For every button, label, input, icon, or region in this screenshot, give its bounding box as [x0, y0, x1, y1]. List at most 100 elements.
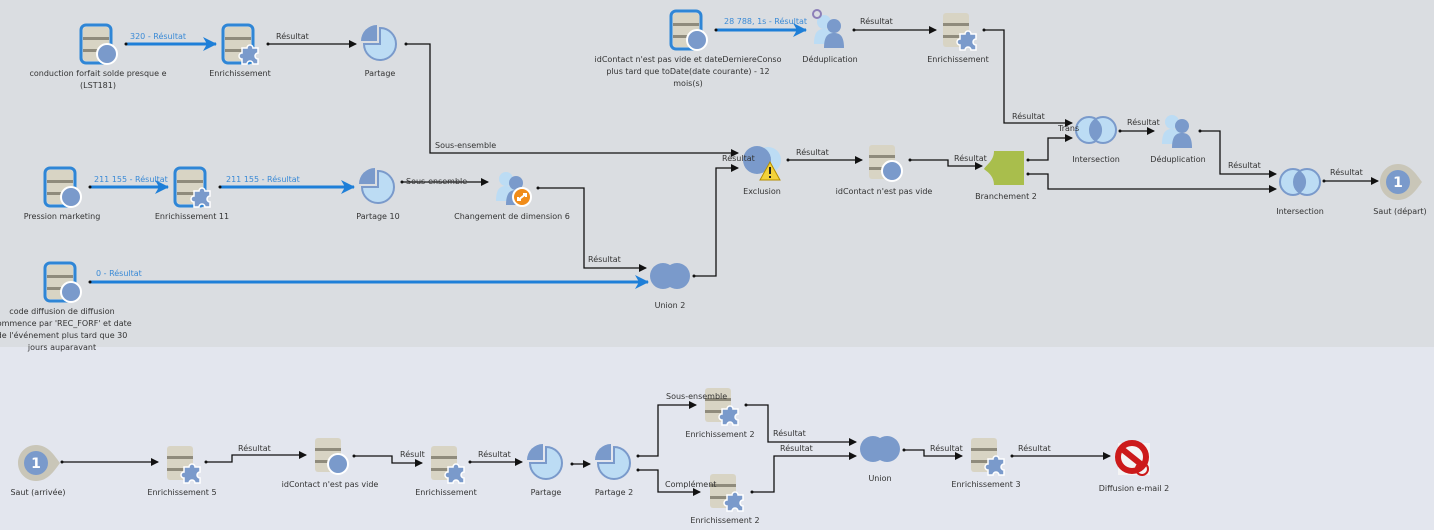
jump-icon[interactable]: 1 [1378, 160, 1422, 204]
workflow-transition[interactable] [206, 451, 307, 463]
change-dim-icon[interactable] [490, 165, 534, 209]
dedup-plain-icon[interactable] [1156, 108, 1200, 152]
transition-start-dot [352, 454, 356, 458]
transition-label: Sous-ensemble [435, 141, 497, 150]
transition-start-dot [1026, 158, 1030, 162]
svg-text:1: 1 [31, 456, 41, 472]
enrich-icon[interactable] [936, 8, 980, 52]
query-icon[interactable] [308, 433, 352, 477]
workflow-transition[interactable] [638, 401, 697, 457]
query-db-icon[interactable] [666, 8, 710, 52]
node-label: code diffusion de diffusion commence par… [0, 307, 132, 352]
workflow-transition[interactable] [638, 469, 701, 496]
node-label: Intersection [1072, 155, 1120, 164]
workflow-transition[interactable] [752, 452, 857, 493]
union-icon[interactable] [858, 427, 902, 471]
transition-label: Résultat [1127, 118, 1160, 127]
node-label: Enrichissement 2 [690, 516, 760, 525]
transition-start-dot [902, 448, 906, 452]
node-label: Partage 2 [594, 488, 634, 497]
node-label: Union 2 [654, 301, 686, 310]
transition-start-dot [750, 490, 754, 494]
enrich-icon[interactable] [160, 441, 204, 485]
transition-label: Résultat [954, 154, 987, 163]
transition-start-dot [88, 280, 92, 284]
enrich-db-icon[interactable] [218, 22, 262, 66]
workflow-transition[interactable] [1028, 173, 1277, 193]
node-label: Intersection [1276, 207, 1324, 216]
node-label: conduction forfait solde presque e (LST1… [29, 69, 167, 90]
transition-label: 0 - Résultat [96, 269, 142, 278]
intersection-icon[interactable] [1278, 160, 1322, 204]
node-label: Pression marketing [23, 212, 101, 221]
workflow-transition[interactable] [746, 404, 857, 446]
node-label: Partage [530, 488, 562, 497]
transition-start-dot [1026, 172, 1030, 176]
branch-icon[interactable] [984, 145, 1028, 189]
enrich-icon[interactable] [698, 383, 742, 427]
split-icon[interactable] [358, 22, 402, 66]
transition-label: Résultat [1012, 112, 1045, 121]
jump-icon[interactable]: 1 [16, 441, 60, 485]
transition-label: Complément [665, 480, 717, 489]
enrich-icon[interactable] [964, 433, 1008, 477]
transition-label: Résultat [276, 32, 309, 41]
node-label: Enrichissement [415, 488, 477, 497]
query-db-icon[interactable] [40, 260, 84, 304]
transition-label: Résultat [1018, 444, 1051, 453]
transition-start-dot [636, 454, 640, 458]
node-label: Union [868, 474, 892, 483]
workflow-transition[interactable] [904, 449, 963, 460]
transition-label: Résultat [1330, 168, 1363, 177]
exclusion-icon[interactable] [740, 140, 784, 184]
node-label: Diffusion e-mail 2 [1098, 484, 1170, 493]
transition-label: 320 - Résultat [130, 32, 186, 41]
workflow-transition[interactable] [694, 164, 739, 277]
node-label: Enrichissement 5 [147, 488, 217, 497]
node-label: Partage [364, 69, 396, 78]
workflow-transition[interactable] [1200, 130, 1277, 178]
transition-label: Résultat [238, 444, 271, 453]
transition-start-dot [744, 403, 748, 407]
workflow-transition[interactable] [406, 43, 739, 157]
email-delivery-error-icon[interactable] [1112, 437, 1156, 481]
query-icon[interactable] [862, 140, 906, 184]
enrich-db-icon[interactable] [170, 165, 214, 209]
transition-label: Résultat [588, 255, 621, 264]
union-icon[interactable] [648, 254, 692, 298]
dedup-icon[interactable] [808, 8, 852, 52]
transition-start-dot [1322, 179, 1326, 183]
transition-start-dot [204, 460, 208, 464]
split-icon[interactable] [524, 441, 568, 485]
transition-start-dot [786, 158, 790, 162]
node-label: Changement de dimension 6 [454, 212, 570, 221]
workflow-transition[interactable] [538, 187, 647, 272]
node-label: Déduplication [802, 55, 858, 64]
workflow-transition[interactable] [984, 29, 1073, 127]
node-label: Exclusion [743, 187, 781, 196]
split-icon[interactable] [592, 441, 636, 485]
intersection-icon[interactable] [1074, 108, 1118, 152]
workflow-transition[interactable] [1028, 134, 1073, 161]
enrich-icon[interactable] [424, 441, 468, 485]
query-db-icon[interactable] [40, 165, 84, 209]
node-label: Enrichissement 11 [154, 212, 230, 221]
node-label: Partage 10 [356, 212, 400, 221]
transition-label: Résultat [860, 17, 893, 26]
split-icon[interactable] [356, 165, 400, 209]
transition-label: Résultat [722, 154, 755, 163]
transition-start-dot [124, 42, 128, 46]
transition-start-dot [404, 42, 408, 46]
transition-label: Résultat [478, 450, 511, 459]
transition-start-dot [714, 28, 718, 32]
node-label: Saut (arrivée) [10, 488, 66, 497]
workflow-transition[interactable] [354, 455, 423, 467]
enrich-icon[interactable] [703, 469, 747, 513]
transition-start-dot [982, 28, 986, 32]
transition-label: Résultat [796, 148, 829, 157]
query-db-icon[interactable] [76, 22, 120, 66]
transition-start-dot [218, 185, 222, 189]
workflow-transition[interactable] [910, 159, 983, 170]
transition-start-dot [636, 468, 640, 472]
transition-start-dot [468, 460, 472, 464]
